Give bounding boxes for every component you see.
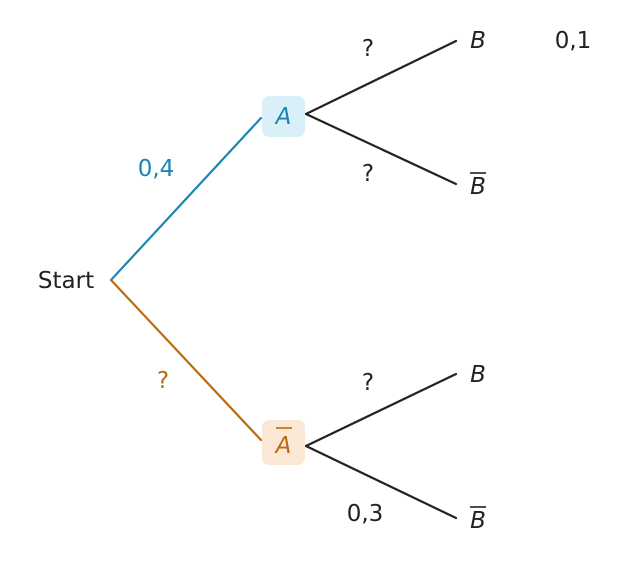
branch-start-to-a	[109, 116, 263, 282]
leaf-a-b-label: B	[470, 28, 486, 54]
leaf-not-a-not-b: B	[470, 506, 486, 534]
leaf-a-not-b-label: B	[470, 174, 486, 200]
branch-a-to-not-b	[304, 112, 458, 186]
node-not-a-label: A	[274, 433, 292, 459]
prob-not-a-to-b: ?	[362, 370, 374, 396]
prob-start-to-a: 0,4	[138, 156, 175, 182]
leaf-not-a-not-b-label: B	[470, 508, 486, 534]
prob-not-a-to-not-b: 0,3	[347, 501, 384, 527]
leaf-not-a-b-label: B	[470, 362, 486, 388]
node-a-label: A	[274, 104, 292, 130]
branch-start-to-not-a	[109, 278, 263, 442]
branch-not-a-to-b	[304, 372, 458, 448]
node-a-box	[262, 96, 305, 137]
branch-not-a-to-not-b	[304, 444, 458, 520]
prob-start-to-not-a: ?	[157, 368, 169, 394]
leaf-a-not-b: B	[470, 172, 486, 200]
branch-a-to-b	[304, 39, 458, 116]
side-note-value: 0,1	[555, 28, 592, 54]
node-not-a: A	[262, 420, 305, 465]
node-a: A	[262, 96, 305, 137]
prob-a-to-b: ?	[362, 36, 374, 62]
root-label: Start	[38, 268, 94, 294]
node-not-a-box	[262, 420, 305, 465]
prob-a-to-not-b: ?	[362, 161, 374, 187]
